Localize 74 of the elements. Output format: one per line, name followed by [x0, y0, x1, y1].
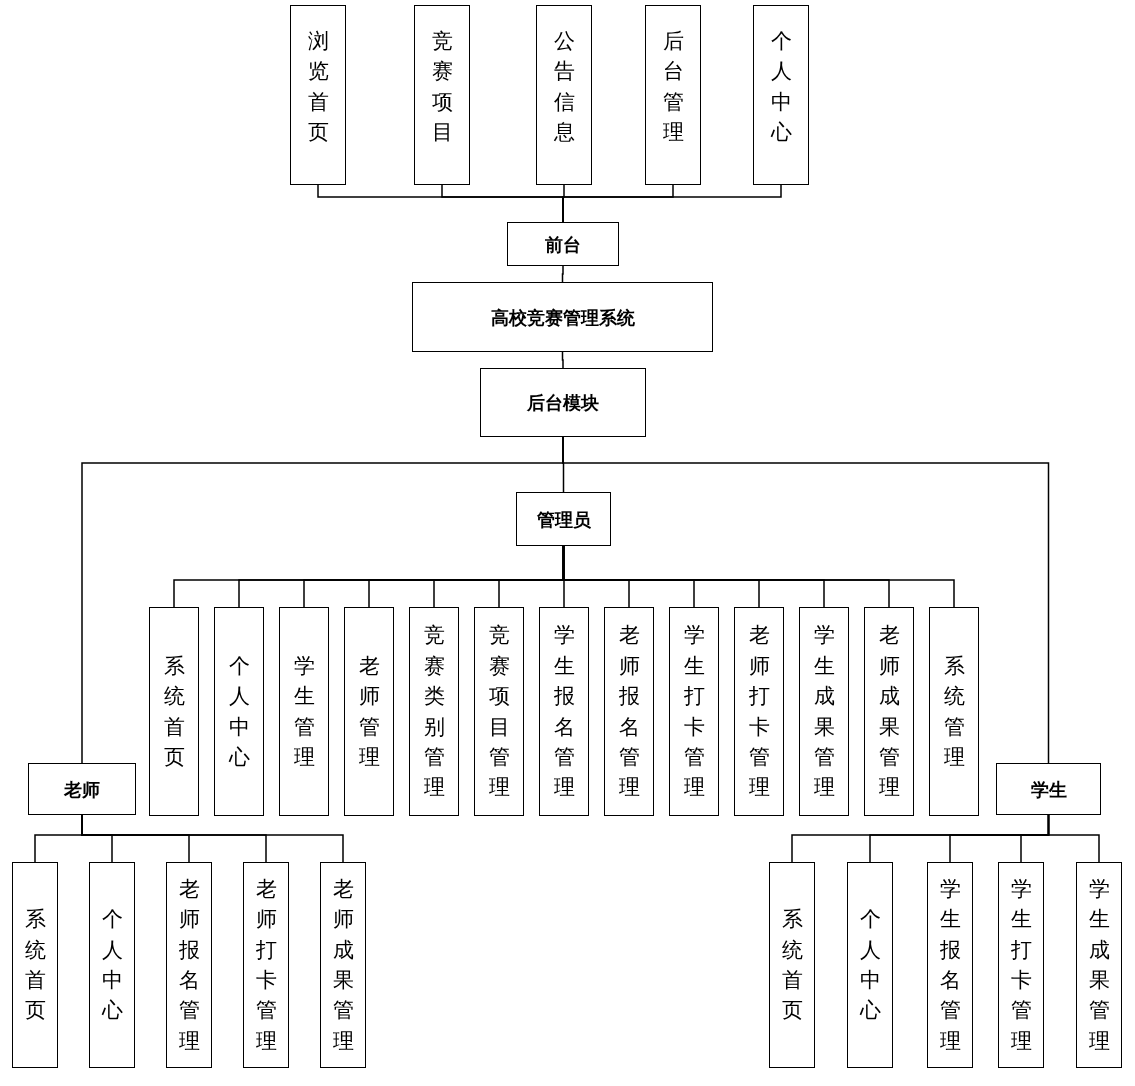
module-label: 老师 — [64, 777, 100, 802]
module-box — [929, 607, 979, 816]
module-label: 后台模块 — [527, 391, 599, 415]
module-box — [474, 607, 524, 816]
module-label: 学生 — [1030, 777, 1067, 802]
module-label: 后台管理 — [662, 28, 684, 147]
module-label: 学生打卡管理 — [1010, 875, 1032, 1055]
module-label: 竞赛类别管理 — [423, 622, 445, 802]
module-label: 学生成果管理 — [1088, 875, 1110, 1055]
module-label: 竞赛项目 — [431, 28, 453, 147]
module-box — [998, 862, 1044, 1068]
module-label: 公告信息 — [553, 28, 575, 147]
module-label: 老师报名管理 — [618, 622, 640, 802]
module-box — [28, 763, 136, 815]
module-label: 学生成果管理 — [813, 622, 835, 802]
module-label: 浏览首页 — [307, 28, 329, 147]
module-box — [243, 862, 289, 1068]
connector-line — [562, 184, 782, 223]
module-box — [89, 862, 135, 1068]
module-box — [753, 5, 809, 185]
module-box — [320, 862, 366, 1068]
module-label: 老师成果管理 — [332, 875, 354, 1055]
connector-line — [1047, 814, 1100, 863]
module-box — [669, 607, 719, 816]
module-label: 系统首页 — [24, 906, 46, 1025]
module-box — [507, 222, 619, 266]
module-box — [166, 862, 212, 1068]
module-label: 学生管理 — [293, 652, 315, 771]
module-label: 个人中心 — [101, 906, 123, 1025]
module-box — [516, 492, 611, 546]
module-box — [864, 607, 914, 816]
module-box — [214, 607, 264, 816]
module-box — [480, 368, 646, 437]
connector-line — [561, 265, 564, 283]
module-label: 老师成果管理 — [878, 622, 900, 802]
module-box — [847, 862, 893, 1068]
module-box — [279, 607, 329, 816]
module-label: 个人中心 — [228, 652, 250, 771]
module-box — [734, 607, 784, 816]
module-label: 老师打卡管理 — [748, 622, 770, 802]
module-box — [290, 5, 346, 185]
module-label: 个人中心 — [770, 28, 792, 147]
module-label: 管理员 — [536, 507, 591, 532]
module-box — [344, 607, 394, 816]
module-label: 竞赛项目管理 — [488, 622, 510, 802]
module-box — [536, 5, 592, 185]
module-label: 前台 — [545, 232, 581, 257]
connector-line — [81, 814, 344, 863]
module-label: 学生打卡管理 — [683, 622, 705, 802]
module-label: 系统首页 — [781, 906, 803, 1025]
module-box — [412, 282, 713, 352]
module-label: 系统首页 — [163, 652, 185, 771]
module-box — [414, 5, 470, 185]
module-label: 老师打卡管理 — [255, 875, 277, 1055]
module-box — [409, 607, 459, 816]
module-box — [604, 607, 654, 816]
module-box — [12, 862, 58, 1068]
module-label: 高校竞赛管理系统 — [490, 305, 635, 330]
module-box — [645, 5, 701, 185]
module-label: 系统管理 — [943, 652, 965, 771]
module-label: 学生报名管理 — [939, 875, 961, 1055]
module-label: 老师管理 — [358, 652, 380, 771]
connector-line — [561, 351, 564, 369]
module-box — [1076, 862, 1122, 1068]
module-box — [996, 763, 1101, 815]
module-box — [799, 607, 849, 816]
module-label: 老师报名管理 — [178, 875, 200, 1055]
connector-line — [562, 436, 1050, 764]
module-box — [539, 607, 589, 816]
module-label: 个人中心 — [859, 906, 881, 1025]
module-box — [927, 862, 973, 1068]
module-label: 学生报名管理 — [553, 622, 575, 802]
module-box — [769, 862, 815, 1068]
module-box — [149, 607, 199, 816]
